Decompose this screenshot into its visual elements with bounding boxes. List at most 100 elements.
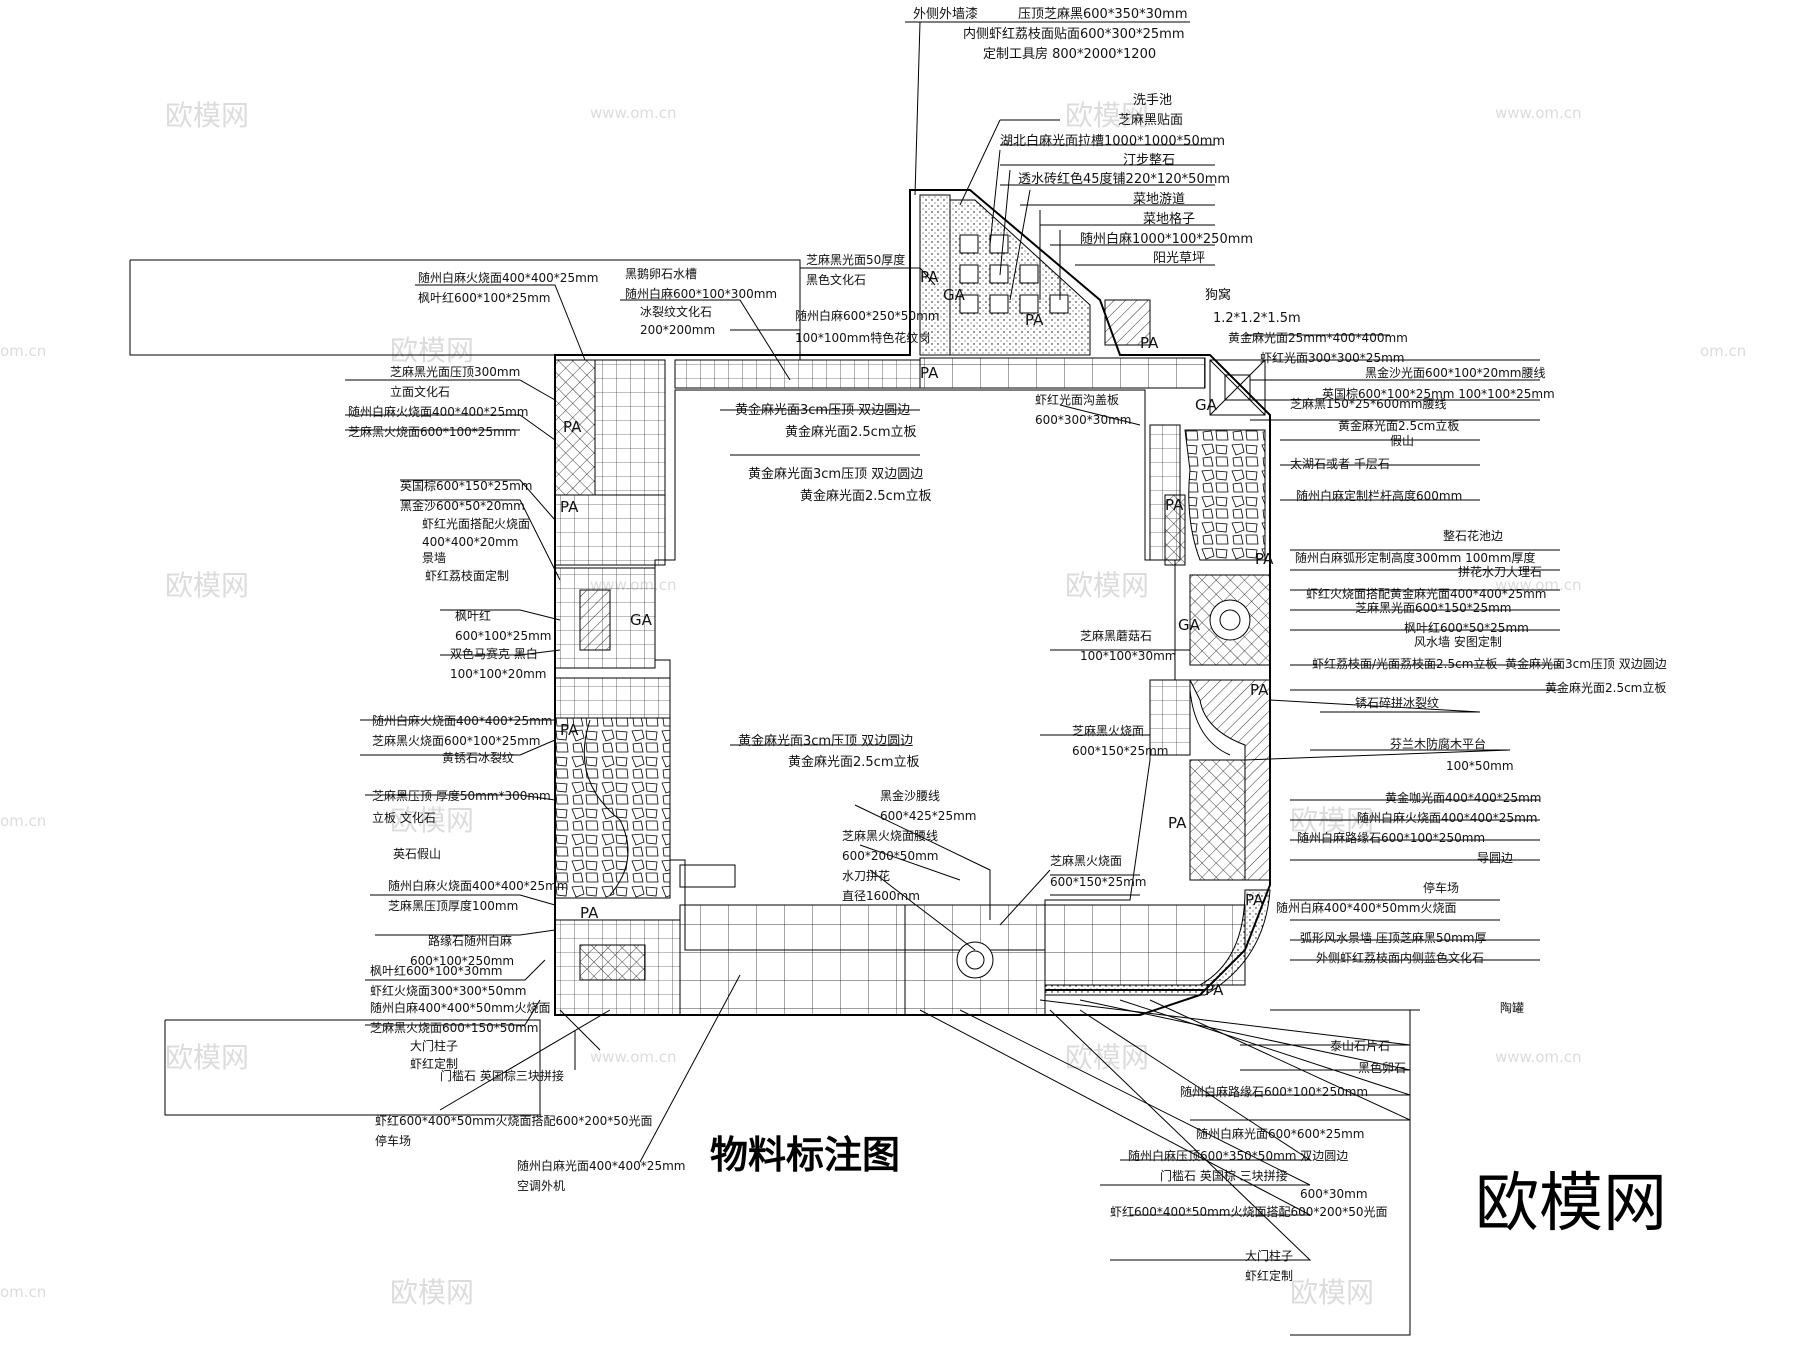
svg-text:600*200*50mm: 600*200*50mm [842, 849, 938, 863]
svg-text:黄金麻光面3cm压顶 双边圆边: 黄金麻光面3cm压顶 双边圆边 [738, 733, 913, 749]
svg-text:随州白麻光面600*600*25mm: 随州白麻光面600*600*25mm [1196, 1126, 1364, 1141]
bottom-paving-zones [679, 864, 1246, 1016]
svg-text:GA: GA [943, 286, 966, 304]
svg-text:欧模网: 欧模网 [165, 1041, 249, 1074]
svg-text:欧模网: 欧模网 [1290, 1276, 1374, 1309]
right-paving-zones [1044, 424, 1271, 996]
svg-text:芝麻黑火烧面600*100*25mm: 芝麻黑火烧面600*100*25mm [348, 424, 516, 439]
svg-text:100*100*30mm: 100*100*30mm [1080, 649, 1176, 663]
leader-lines [345, 21, 1560, 1261]
svg-text:立板 文化石: 立板 文化石 [372, 810, 436, 825]
svg-text:透水砖红色45度铺220*120*50mm: 透水砖红色45度铺220*120*50mm [1018, 171, 1230, 187]
top-left-labels: 随州白麻火烧面400*400*25mm 枫叶红600*100*25mm 黑鹅卵石… [418, 252, 939, 345]
svg-text:随州白麻弧形定制高度300mm 100mm厚度: 随州白麻弧形定制高度300mm 100mm厚度 [1295, 550, 1535, 565]
svg-text:黑金沙光面600*100*20mm腰线: 黑金沙光面600*100*20mm腰线 [1365, 365, 1545, 380]
svg-text:400*400*20mm: 400*400*20mm [422, 535, 518, 549]
svg-text:芝麻黑火烧面: 芝麻黑火烧面 [1050, 853, 1122, 868]
svg-text:PA: PA [1140, 334, 1159, 352]
svg-text:大门柱子: 大门柱子 [1245, 1248, 1293, 1263]
svg-text:欧模网: 欧模网 [390, 804, 474, 837]
svg-text:黄锈石冰裂纹: 黄锈石冰裂纹 [442, 751, 514, 765]
svg-text:直径1600mm: 直径1600mm [842, 889, 920, 903]
svg-text:随州白麻火烧面400*400*25mm: 随州白麻火烧面400*400*25mm [348, 404, 528, 419]
svg-text:门槛石 英国棕 三块拼接: 门槛石 英国棕 三块拼接 [1160, 1168, 1288, 1183]
svg-text:英国棕600*100*25mm 100*100*25mm: 英国棕600*100*25mm 100*100*25mm [1322, 386, 1555, 401]
svg-text:芝麻黑光面压顶300mm: 芝麻黑光面压顶300mm [390, 364, 520, 379]
svg-text:欧模网: 欧模网 [165, 99, 249, 132]
brand-logo: 欧模网 [1475, 1167, 1667, 1241]
svg-text:欧模网: 欧模网 [1065, 99, 1149, 132]
svg-text:PA: PA [560, 498, 579, 516]
svg-text:芝麻黑贴面: 芝麻黑贴面 [1118, 112, 1183, 128]
svg-text:黑色文化石: 黑色文化石 [806, 272, 866, 287]
svg-text:芝麻黑压顶厚度100mm: 芝麻黑压顶厚度100mm [388, 898, 518, 913]
svg-text:狗窝: 狗窝 [1205, 287, 1231, 303]
svg-text:随州白麻定制栏杆高度600mm: 随州白麻定制栏杆高度600mm [1296, 488, 1462, 503]
svg-text:黄金麻光面2.5cm立板: 黄金麻光面2.5cm立板 [1545, 680, 1666, 695]
svg-text:芝麻黑光面600*150*25mm: 芝麻黑光面600*150*25mm [1355, 600, 1511, 615]
svg-text:600*150*25mm: 600*150*25mm [1072, 744, 1168, 758]
svg-text:200*200mm: 200*200mm [640, 323, 715, 337]
svg-text:陶罐: 陶罐 [1500, 1000, 1524, 1015]
svg-text:景墙: 景墙 [422, 551, 446, 565]
svg-text:黑金沙600*50*20mm: 黑金沙600*50*20mm [400, 498, 525, 513]
svg-text:泰山石片石: 泰山石片石 [1330, 1039, 1390, 1053]
watermark-layer: 欧模网 www.om.cn 欧模网 www.om.cn om.cn 欧模网 om… [0, 99, 1746, 1309]
svg-text:GA: GA [1195, 396, 1218, 414]
svg-text:黄金麻光面3cm压顶 双边圆边: 黄金麻光面3cm压顶 双边圆边 [748, 466, 923, 482]
svg-text:假山: 假山 [1390, 434, 1414, 448]
svg-text:PA: PA [1205, 981, 1224, 999]
svg-text:600*300*30mm: 600*300*30mm [1035, 413, 1131, 427]
svg-text:黄金麻光面25mm*400*400mm: 黄金麻光面25mm*400*400mm [1228, 330, 1408, 345]
svg-text:虾红600*400*50mm火烧面搭配600*200*50光: 虾红600*400*50mm火烧面搭配600*200*50光面 [375, 1113, 653, 1128]
svg-text:芬兰木防腐木平台: 芬兰木防腐木平台 [1390, 736, 1486, 751]
svg-text:整石花池边: 整石花池边 [1443, 528, 1503, 543]
svg-text:随州白麻火烧面400*400*25mm: 随州白麻火烧面400*400*25mm [388, 878, 568, 893]
dog-house-labels: 狗窝 1.2*1.2*1.5m [1205, 287, 1301, 326]
svg-text:虾红火烧面300*300*50mm: 虾红火烧面300*300*50mm [370, 983, 526, 998]
svg-text:芝麻黑光面50厚度: 芝麻黑光面50厚度 [806, 252, 905, 267]
svg-text:外侧虾红荔枝面内侧蓝色文化石: 外侧虾红荔枝面内侧蓝色文化石 [1316, 950, 1484, 965]
svg-text:锈石碎拼冰裂纹: 锈石碎拼冰裂纹 [1355, 695, 1439, 710]
svg-text:GA: GA [630, 611, 653, 629]
svg-text:黄金麻光面2.5cm立板: 黄金麻光面2.5cm立板 [1338, 418, 1459, 433]
svg-text:英石假山: 英石假山 [393, 847, 441, 861]
svg-text:黑鹅卵石水槽: 黑鹅卵石水槽 [625, 267, 697, 281]
svg-text:路缘石随州白麻: 路缘石随州白麻 [428, 933, 512, 948]
svg-text:PA: PA [580, 904, 599, 922]
svg-text:虾红定制: 虾红定制 [1245, 1268, 1293, 1283]
svg-text:冰裂纹文化石: 冰裂纹文化石 [640, 304, 712, 319]
svg-text:立面文化石: 立面文化石 [390, 384, 450, 399]
svg-text:600*150*25mm: 600*150*25mm [1050, 875, 1146, 889]
svg-text:PA: PA [1168, 814, 1187, 832]
svg-text:门槛石 英国棕三块拼接: 门槛石 英国棕三块拼接 [440, 1068, 564, 1083]
svg-text:芝麻黑火烧面腰线: 芝麻黑火烧面腰线 [842, 828, 938, 843]
svg-text:太湖石或者 千层石: 太湖石或者 千层石 [1290, 456, 1390, 471]
svg-text:www.om.cn: www.om.cn [590, 104, 677, 122]
svg-text:随州白麻600*250*50mm: 随州白麻600*250*50mm [795, 308, 939, 323]
svg-text:虾红光面搭配火烧面: 虾红光面搭配火烧面 [422, 516, 530, 531]
svg-text:芝麻黑火烧面: 芝麻黑火烧面 [1072, 723, 1144, 738]
svg-text:虾红荔枝面/光面荔枝面2.5cm立板: 虾红荔枝面/光面荔枝面2.5cm立板 [1312, 656, 1497, 671]
svg-text:随州白麻火烧面400*400*25mm: 随州白麻火烧面400*400*25mm [418, 270, 598, 285]
center-labels: 黄金麻光面3cm压顶 双边圆边 黄金麻光面2.5cm立板 黄金麻光面3cm压顶 … [735, 392, 1146, 903]
svg-text:双色马赛克 黑白: 双色马赛克 黑白 [450, 646, 538, 661]
svg-text:菜地格子: 菜地格子 [1143, 211, 1195, 227]
svg-text:黄金咖光面400*400*25mm: 黄金咖光面400*400*25mm [1385, 790, 1541, 805]
svg-text:600*30mm: 600*30mm [1300, 1187, 1368, 1201]
svg-text:洗手池: 洗手池 [1133, 93, 1172, 108]
svg-text:随州白麻1000*100*250mm: 随州白麻1000*100*250mm [1080, 231, 1253, 247]
svg-text:om.cn: om.cn [0, 812, 46, 830]
svg-text:PA: PA [560, 721, 579, 739]
svg-text:www.om.cn: www.om.cn [1495, 1048, 1582, 1066]
svg-text:停车场: 停车场 [375, 1133, 411, 1148]
svg-text:停车场: 停车场 [1423, 880, 1459, 895]
bottom-right-labels: 泰山石片石 黑色卵石 随州白麻路缘石600*100*250mm 随州白麻光面60… [1110, 1039, 1406, 1283]
svg-text:黄金麻光面3cm压顶 双边圆边: 黄金麻光面3cm压顶 双边圆边 [735, 402, 910, 418]
svg-text:虾红光面300*300*25mm: 虾红光面300*300*25mm [1260, 350, 1404, 365]
svg-text:欧模网: 欧模网 [1065, 569, 1149, 602]
svg-text:黄金麻光面2.5cm立板: 黄金麻光面2.5cm立板 [800, 488, 932, 504]
svg-text:风水墙 安图定制: 风水墙 安图定制 [1414, 634, 1502, 649]
svg-text:虾红荔枝面定制: 虾红荔枝面定制 [425, 568, 509, 583]
